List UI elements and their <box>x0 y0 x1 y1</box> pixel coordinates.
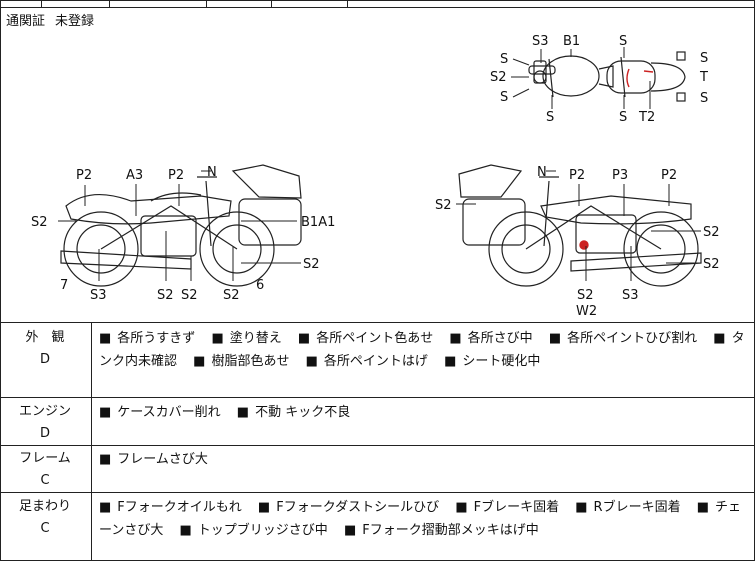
label-left-p2-2: P2 <box>168 168 184 183</box>
section-frame-grade: C <box>40 473 50 488</box>
label-left-6: 6 <box>256 278 264 293</box>
damage-diagram: S3 B1 S S S2 S S S T2 S T S P2 A3 P2 N S… <box>1 23 754 321</box>
section-engine-grade: D <box>39 426 50 441</box>
label-top-s-5: S <box>619 110 627 125</box>
column-divider <box>91 323 92 560</box>
label-left-s3: S3 <box>90 288 107 303</box>
label-left-s2-1: S2 <box>31 215 48 230</box>
label-right-p2-2: P2 <box>661 168 677 183</box>
label-left-s2-5: S2 <box>223 288 240 303</box>
label-right-w2: W2 <box>576 304 597 319</box>
label-top-s-3: S <box>500 90 508 105</box>
section-suspension-grade: C <box>40 521 50 536</box>
left-side-motorcycle <box>60 164 302 287</box>
label-top-t: T <box>699 70 708 85</box>
right-side-motorcycle <box>458 164 702 287</box>
section-exterior-grade: D <box>39 352 50 367</box>
label-left-n: N <box>207 165 217 180</box>
label-top-s-7: S <box>700 91 708 106</box>
customs-label: 通関証 <box>6 14 46 29</box>
top-strip <box>1 1 754 8</box>
label-top-s2: S2 <box>490 70 507 85</box>
label-right-n: N <box>537 165 547 180</box>
label-right-p2-1: P2 <box>569 168 585 183</box>
label-top-s-6: S <box>700 51 708 66</box>
label-top-s-4: S <box>546 110 554 125</box>
label-top-b1: B1 <box>563 34 580 49</box>
label-right-s3: S3 <box>622 288 639 303</box>
divider <box>1 445 754 446</box>
label-top-s-1: S <box>619 34 627 49</box>
divider <box>1 492 754 493</box>
label-top-s-2: S <box>500 52 508 67</box>
label-top-s3: S3 <box>532 34 549 49</box>
label-right-s2-3: S2 <box>703 257 720 272</box>
section-frame-items: ■フレームさび大 <box>99 452 208 467</box>
label-right-s2-1: S2 <box>435 198 452 213</box>
motorcycle-diagram: S3 B1 S S S2 S S S T2 S T S P2 A3 P2 N S… <box>31 34 720 319</box>
divider <box>1 397 754 398</box>
label-right-s2-2: S2 <box>703 225 720 240</box>
top-view-motorcycle <box>528 51 686 102</box>
customs-value: 未登録 <box>55 14 95 29</box>
section-exterior-items: ■各所うすきず ■塗り替え ■各所ペイント色あせ ■各所さび中 ■各所ペイントひ… <box>99 331 745 369</box>
divider <box>1 322 754 323</box>
section-engine-items: ■ケースカバー削れ ■不動 キック不良 <box>99 405 351 420</box>
label-left-a3: A3 <box>126 168 143 183</box>
section-suspension-items: ■Fフォークオイルもれ ■Fフォークダストシールひび ■Fブレーキ固着 ■Rブレ… <box>99 500 742 538</box>
label-right-s2-4: S2 <box>577 288 594 303</box>
label-left-s2-3: S2 <box>157 288 174 303</box>
label-top-t2: T2 <box>638 110 655 125</box>
label-left-b1a1: B1A1 <box>301 215 335 230</box>
label-left-s2-4: S2 <box>181 288 198 303</box>
label-left-7: 7 <box>60 278 68 293</box>
label-left-s2-2: S2 <box>303 257 320 272</box>
label-right-p3: P3 <box>612 168 628 183</box>
label-left-p2-1: P2 <box>76 168 92 183</box>
customs-certificate: 通関証未登録 <box>6 10 94 29</box>
